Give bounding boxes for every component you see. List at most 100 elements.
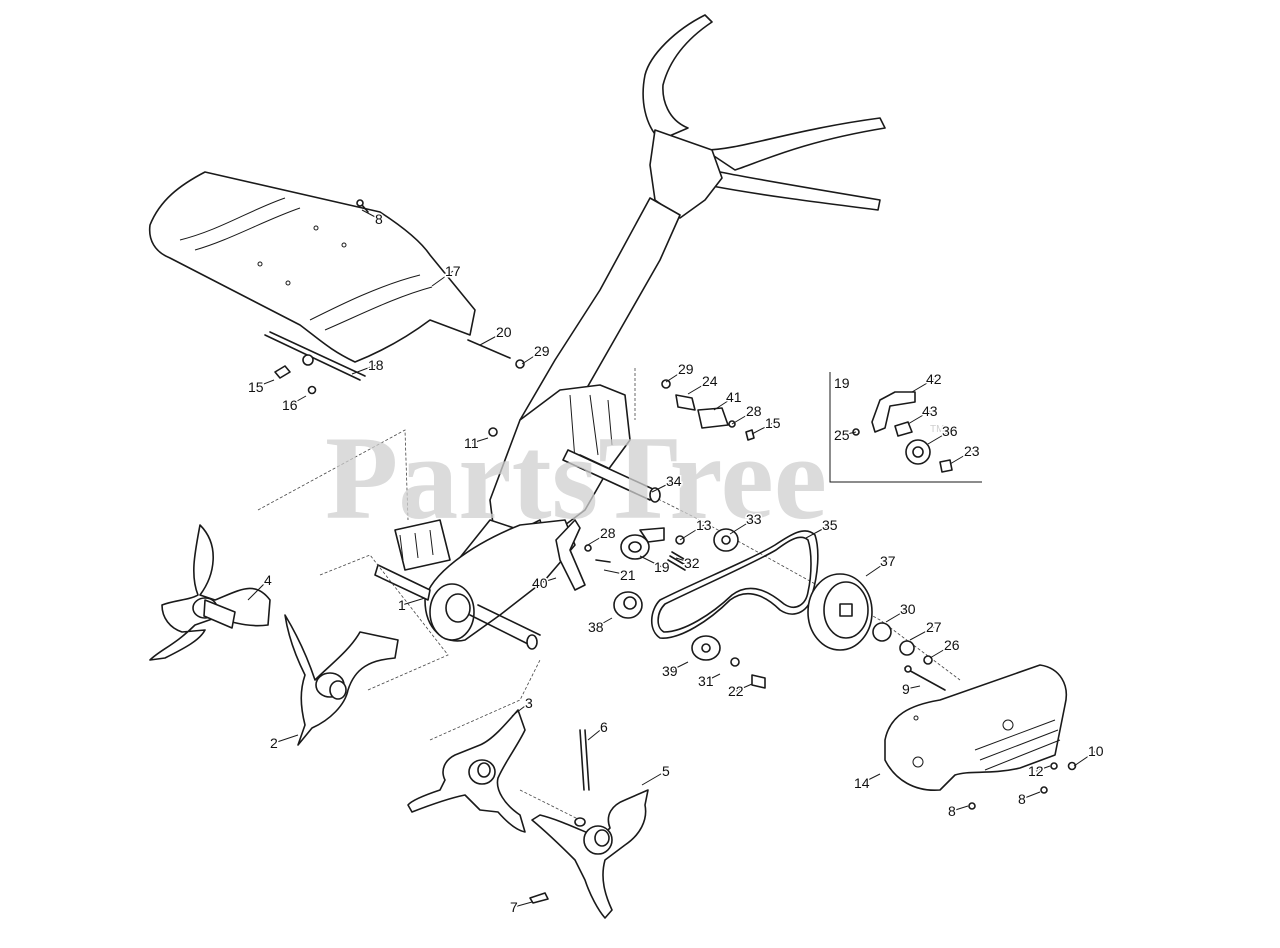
callout-c2: 2	[270, 735, 278, 751]
tine-assembly-4	[149, 524, 271, 661]
tine-assembly-3	[407, 709, 526, 833]
callout-leader-c14	[861, 773, 881, 784]
callout-leader-c8b	[951, 805, 969, 812]
callout-c9: 9	[902, 681, 910, 697]
callout-leader-c28b	[731, 410, 755, 425]
handlebar	[519, 14, 886, 433]
callout-leader-c11	[471, 437, 489, 444]
callout-leader-c29a	[521, 350, 543, 365]
inset-label: 19	[834, 375, 850, 391]
callout-leader-c21	[603, 569, 629, 576]
callout-c3: 3	[525, 695, 533, 711]
callout-c29a: 29	[534, 343, 550, 359]
callout-leader-c43	[907, 410, 931, 425]
watermark-trademark: TM	[930, 424, 944, 435]
drive-components	[555, 379, 766, 689]
callout-c13: 13	[696, 517, 712, 533]
tine-shield	[148, 171, 476, 381]
callout-leader-c8c	[1021, 791, 1041, 800]
callout-c26: 26	[944, 637, 960, 653]
callout-leader-c30	[885, 608, 909, 623]
callout-c38: 38	[588, 619, 604, 635]
callout-labels: 1234567888910111213141515161718192021222…	[247, 209, 1106, 917]
callout-c11: 11	[464, 435, 479, 451]
callout-c19: 19	[654, 559, 670, 575]
watermark: PartsTree TM	[325, 411, 944, 544]
callout-leader-c1	[401, 597, 426, 606]
callout-c17: 17	[445, 263, 461, 279]
callout-c28a: 28	[600, 525, 616, 541]
callout-c21: 21	[620, 567, 636, 583]
callout-c1: 1	[398, 597, 406, 613]
callout-leader-c6	[587, 726, 605, 741]
callout-c18: 18	[368, 357, 384, 373]
callout-leader-c36	[927, 430, 951, 445]
callout-leader-c19	[639, 555, 663, 568]
callout-leader-c16	[289, 395, 307, 406]
callout-leader-c18	[351, 364, 377, 375]
callout-c7: 7	[510, 899, 518, 915]
callout-c15b: 15	[765, 415, 781, 431]
callout-leader-c20	[479, 331, 505, 346]
callout-c5: 5	[662, 763, 670, 779]
callout-leader-c34	[651, 480, 675, 493]
callout-leader-c33	[729, 518, 755, 535]
callout-leader-c15b	[751, 422, 774, 435]
callout-c41: 41	[726, 389, 742, 405]
tine-assembly-2	[284, 614, 399, 746]
callout-leader-c9	[905, 685, 921, 690]
callout-leader-c5	[641, 770, 667, 786]
callout-c14: 14	[854, 775, 870, 791]
callout-c39: 39	[662, 663, 678, 679]
callout-c4: 4	[264, 572, 272, 588]
callout-c34: 34	[666, 473, 682, 489]
callout-leader-c25	[841, 431, 857, 436]
callout-c31: 31	[698, 673, 714, 689]
inset-idler-assembly: 19	[829, 372, 982, 483]
callout-c37: 37	[880, 553, 896, 569]
belt-cover	[884, 664, 1077, 810]
callout-c29b: 29	[678, 361, 694, 377]
callout-leader-c15a	[255, 379, 275, 388]
callout-c12: 12	[1028, 763, 1044, 779]
tine-shaft	[374, 519, 451, 601]
shield-hardware	[274, 199, 525, 437]
callout-leader-c10	[1073, 750, 1097, 767]
callout-c27: 27	[926, 619, 942, 635]
callout-leader-c39	[669, 661, 689, 672]
callout-c8b: 8	[948, 803, 956, 819]
callout-c40: 40	[532, 575, 548, 591]
callout-leader-c4	[247, 579, 269, 601]
callout-c8c: 8	[1018, 791, 1026, 807]
watermark-text: PartsTree	[325, 411, 827, 544]
callout-leader-c24	[687, 380, 711, 395]
callout-c33: 33	[746, 511, 762, 527]
callout-leader-c26	[929, 644, 953, 659]
callout-leader-c41	[713, 396, 735, 411]
callout-leader-c3	[511, 702, 530, 717]
callout-c25: 25	[834, 427, 850, 443]
callout-leader-c35	[805, 524, 831, 539]
callout-leader-c38	[595, 617, 613, 628]
callout-c15a: 15	[248, 379, 264, 395]
drive-pulley	[807, 573, 946, 691]
callout-leader-c2	[273, 734, 299, 744]
callout-c23: 23	[964, 443, 980, 459]
callout-leader-c22	[735, 683, 753, 692]
callout-leader-c17	[431, 270, 454, 287]
callout-c32: 32	[684, 555, 700, 571]
callout-leader-c32	[675, 557, 693, 564]
callout-c24: 24	[702, 373, 718, 389]
transmission-housing	[424, 519, 576, 650]
callout-leader-c8a	[361, 209, 380, 220]
callout-c28b: 28	[746, 403, 762, 419]
callout-leader-c29b	[665, 368, 687, 383]
tine-assembly-5	[529, 729, 649, 919]
callout-c20: 20	[496, 324, 512, 340]
callout-c6: 6	[600, 719, 608, 735]
callout-c10: 10	[1088, 743, 1104, 759]
callout-leader-c31	[705, 673, 721, 682]
callout-c22: 22	[728, 683, 744, 699]
callout-leader-c40	[539, 577, 557, 584]
